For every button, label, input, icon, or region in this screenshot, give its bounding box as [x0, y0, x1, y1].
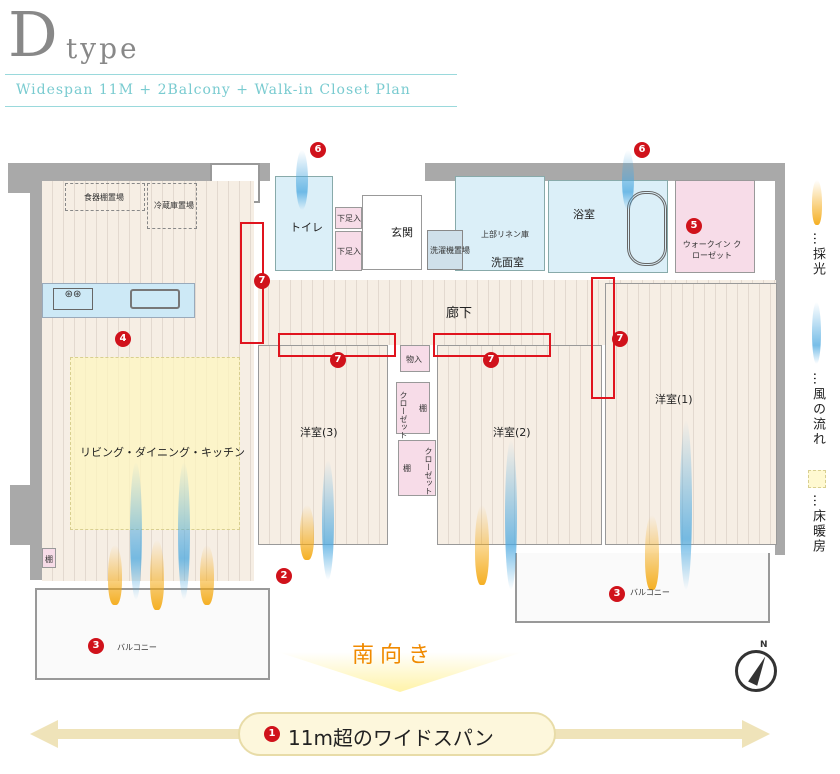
divider [5, 74, 457, 75]
badge-2: 2 [276, 568, 292, 584]
legend-light-icon [812, 180, 822, 225]
bathtub-icon [627, 191, 667, 266]
badge-6: 6 [634, 142, 650, 158]
south-arrow-shape [278, 652, 523, 692]
type-suffix: type [66, 32, 140, 65]
compass-icon [735, 650, 777, 692]
room-2 [437, 345, 602, 545]
south-label: 南向き [352, 643, 437, 668]
badge-7: 7 [612, 331, 628, 347]
wind-icon [322, 460, 334, 580]
storage: 物入 [400, 345, 430, 372]
dish-cabinet-space: 食器棚置場 [65, 183, 145, 211]
span-pill: 1 11m超のワイドスパン [238, 712, 556, 756]
balcony-right: バルコニー [515, 553, 770, 623]
wall [30, 180, 42, 580]
wall [8, 163, 270, 181]
light-icon [150, 540, 164, 610]
wind-icon [296, 150, 308, 210]
compass-north: N [760, 640, 768, 650]
hallway-label: 廊下 [446, 306, 473, 321]
sink-icon [130, 289, 180, 309]
legend-heat: …床暖房 [810, 494, 825, 554]
badge-7: 7 [254, 273, 270, 289]
badge-1: 1 [264, 726, 280, 742]
wind-icon [505, 440, 517, 590]
closet: 棚クローゼット [398, 440, 436, 496]
shoe-cabinet: 下足入 [335, 207, 362, 229]
plan-subtitle: Widespan 11M + 2Balcony + Walk-in Closet… [16, 82, 411, 98]
washer-space: 洗濯機置場 [427, 230, 470, 270]
south-arrow [278, 652, 523, 692]
light-icon [108, 545, 122, 605]
badge-4: 4 [115, 331, 131, 347]
badge-5: 5 [686, 218, 702, 234]
legend-heat-icon [808, 470, 826, 488]
badge-3: 3 [609, 586, 625, 602]
legend-wind-icon [812, 302, 821, 364]
badge-6: 6 [310, 142, 326, 158]
light-icon [300, 505, 314, 560]
light-icon [645, 515, 659, 590]
room-3-label: 洋室(3) [300, 426, 338, 439]
stove-icon: ⊛⊛ [53, 288, 93, 310]
floor-heating-area [70, 357, 240, 530]
wall [775, 180, 785, 555]
shelf: 棚 [42, 548, 56, 568]
compass-needle [748, 654, 770, 686]
type-letter: D [8, 0, 58, 71]
span-label: 11m超のワイドスパン [288, 726, 494, 750]
bathroom: 浴室 [548, 180, 668, 273]
wind-icon [680, 420, 692, 590]
room-2-label: 洋室(2) [493, 426, 531, 439]
fridge-space: 冷蔵庫置場 [147, 183, 197, 229]
badge-3: 3 [88, 638, 104, 654]
wind-icon [130, 462, 142, 600]
ldk-label: リビング・ダイニング・キッチン [80, 446, 245, 459]
room-1-label: 洋室(1) [655, 393, 693, 406]
light-icon [475, 505, 489, 585]
divider [5, 106, 457, 107]
legend-wind: …風の流れ [810, 372, 825, 447]
kitchen-counter: ⊛⊛ [42, 283, 195, 318]
legend-light: …採光 [810, 232, 825, 277]
wind-icon [178, 462, 190, 600]
light-icon [200, 545, 214, 605]
wind-icon [622, 150, 634, 210]
entrance: 玄関 [362, 195, 422, 270]
closet: クローゼット棚 [396, 382, 430, 439]
shoe-cabinet: 下足入 [335, 231, 362, 271]
badge-7: 7 [330, 352, 346, 368]
washroom: 上部リネン庫 洗面室 [455, 176, 545, 271]
badge-7: 7 [483, 352, 499, 368]
wall [10, 485, 40, 545]
